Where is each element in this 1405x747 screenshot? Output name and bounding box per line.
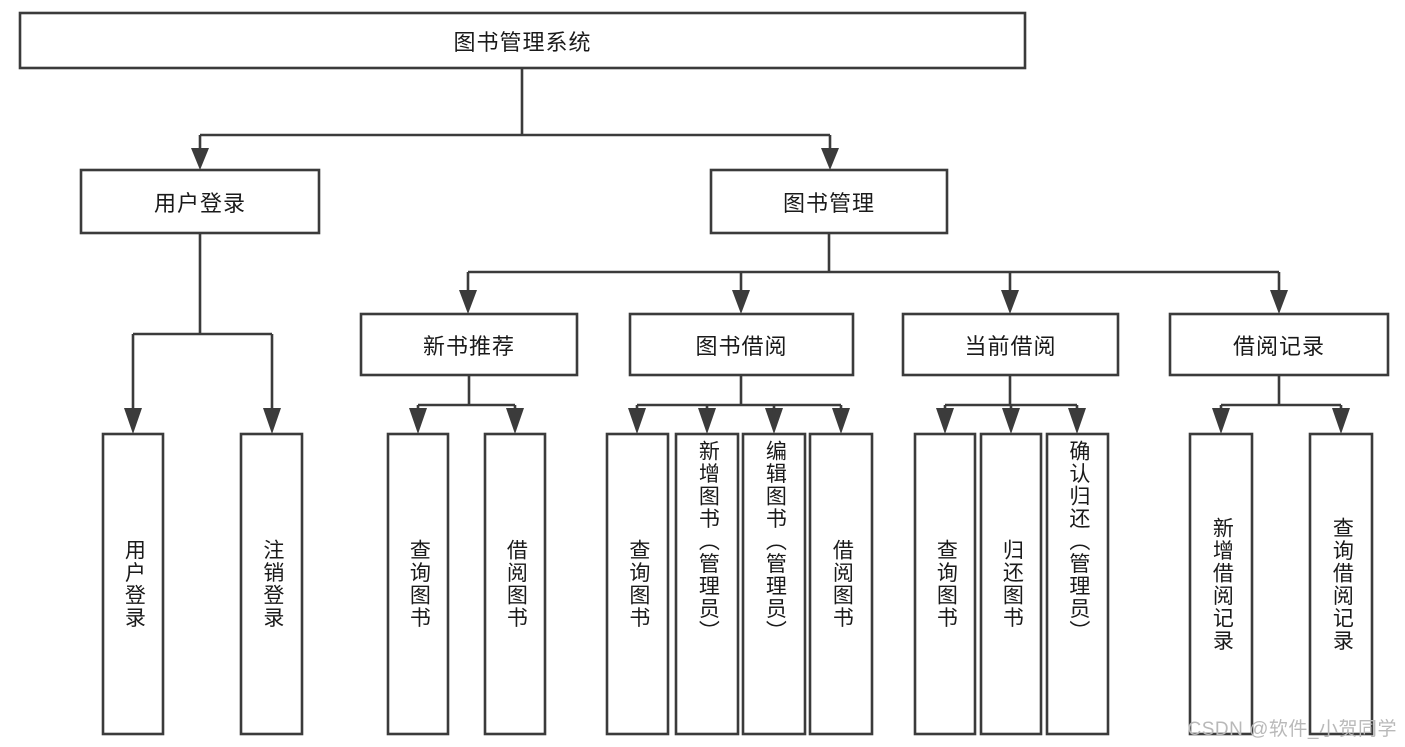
arrow-bm-to-book-borrow xyxy=(732,290,750,314)
node-box-new-book-recommend[interactable] xyxy=(359,312,579,377)
arrow-root-to-book-manage xyxy=(821,148,839,170)
arrow-br-to-add-record xyxy=(1212,408,1230,434)
node-box-leaf-edit-book[interactable] xyxy=(741,432,807,736)
node-box-root[interactable] xyxy=(18,11,1027,70)
node-box-leaf-confirm-return[interactable] xyxy=(1045,432,1110,736)
node-box-leaf-query-book-borrow[interactable] xyxy=(605,432,670,736)
arrow-rec-to-borrow-book xyxy=(506,408,524,434)
connector-group-borrow-record xyxy=(1212,375,1350,434)
arrow-bm-to-current-borrow xyxy=(1001,290,1019,314)
node-box-leaf-borrow-book[interactable] xyxy=(808,432,874,736)
node-box-leaf-borrow-book-recommend[interactable] xyxy=(483,432,547,736)
connector-group-book-manage xyxy=(459,233,1288,314)
node-box-leaf-add-borrow-record[interactable] xyxy=(1188,432,1254,736)
connector-group-root xyxy=(191,68,839,170)
arrow-root-to-user-login xyxy=(191,148,209,170)
connector-group-current-borrow xyxy=(936,375,1086,434)
arrow-cb-to-confirm-return xyxy=(1068,408,1086,434)
arrow-bb-to-query-book xyxy=(628,408,646,434)
connector-group-new-book-recommend xyxy=(409,375,524,434)
node-box-leaf-query-book-current[interactable] xyxy=(913,432,977,736)
node-box-leaf-query-book-recommend[interactable] xyxy=(386,432,450,736)
arrow-bb-to-borrow-book xyxy=(832,408,850,434)
arrow-ul-to-leaf-user-login xyxy=(124,408,142,434)
arrow-bb-to-add-book xyxy=(698,408,716,434)
arrow-br-to-query-record xyxy=(1332,408,1350,434)
node-box-leaf-query-borrow-record[interactable] xyxy=(1308,432,1374,736)
csdn-watermark: CSDN @软件_小贺同学 xyxy=(1187,719,1397,740)
arrow-bm-to-borrow-record xyxy=(1270,290,1288,314)
node-box-leaf-user-login[interactable] xyxy=(101,432,165,736)
connector-group-user-login xyxy=(124,233,281,434)
node-box-book-manage[interactable] xyxy=(709,168,949,235)
arrow-rec-to-query-book xyxy=(409,408,427,434)
arrow-bm-to-new-book-recommend xyxy=(459,290,477,314)
node-box-current-borrow[interactable] xyxy=(901,312,1120,377)
node-box-leaf-return-book[interactable] xyxy=(979,432,1043,736)
node-box-book-borrow[interactable] xyxy=(628,312,855,377)
node-box-leaf-add-book[interactable] xyxy=(674,432,740,736)
arrow-ul-to-leaf-logout xyxy=(263,408,281,434)
arrow-bb-to-edit-book xyxy=(765,408,783,434)
arrow-cb-to-return-book xyxy=(1002,408,1020,434)
node-box-borrow-record[interactable] xyxy=(1168,312,1390,377)
connector-group-book-borrow xyxy=(628,375,850,434)
node-box-user-login[interactable] xyxy=(79,168,321,235)
node-box-leaf-logout[interactable] xyxy=(239,432,304,736)
arrow-cb-to-query-book xyxy=(936,408,954,434)
